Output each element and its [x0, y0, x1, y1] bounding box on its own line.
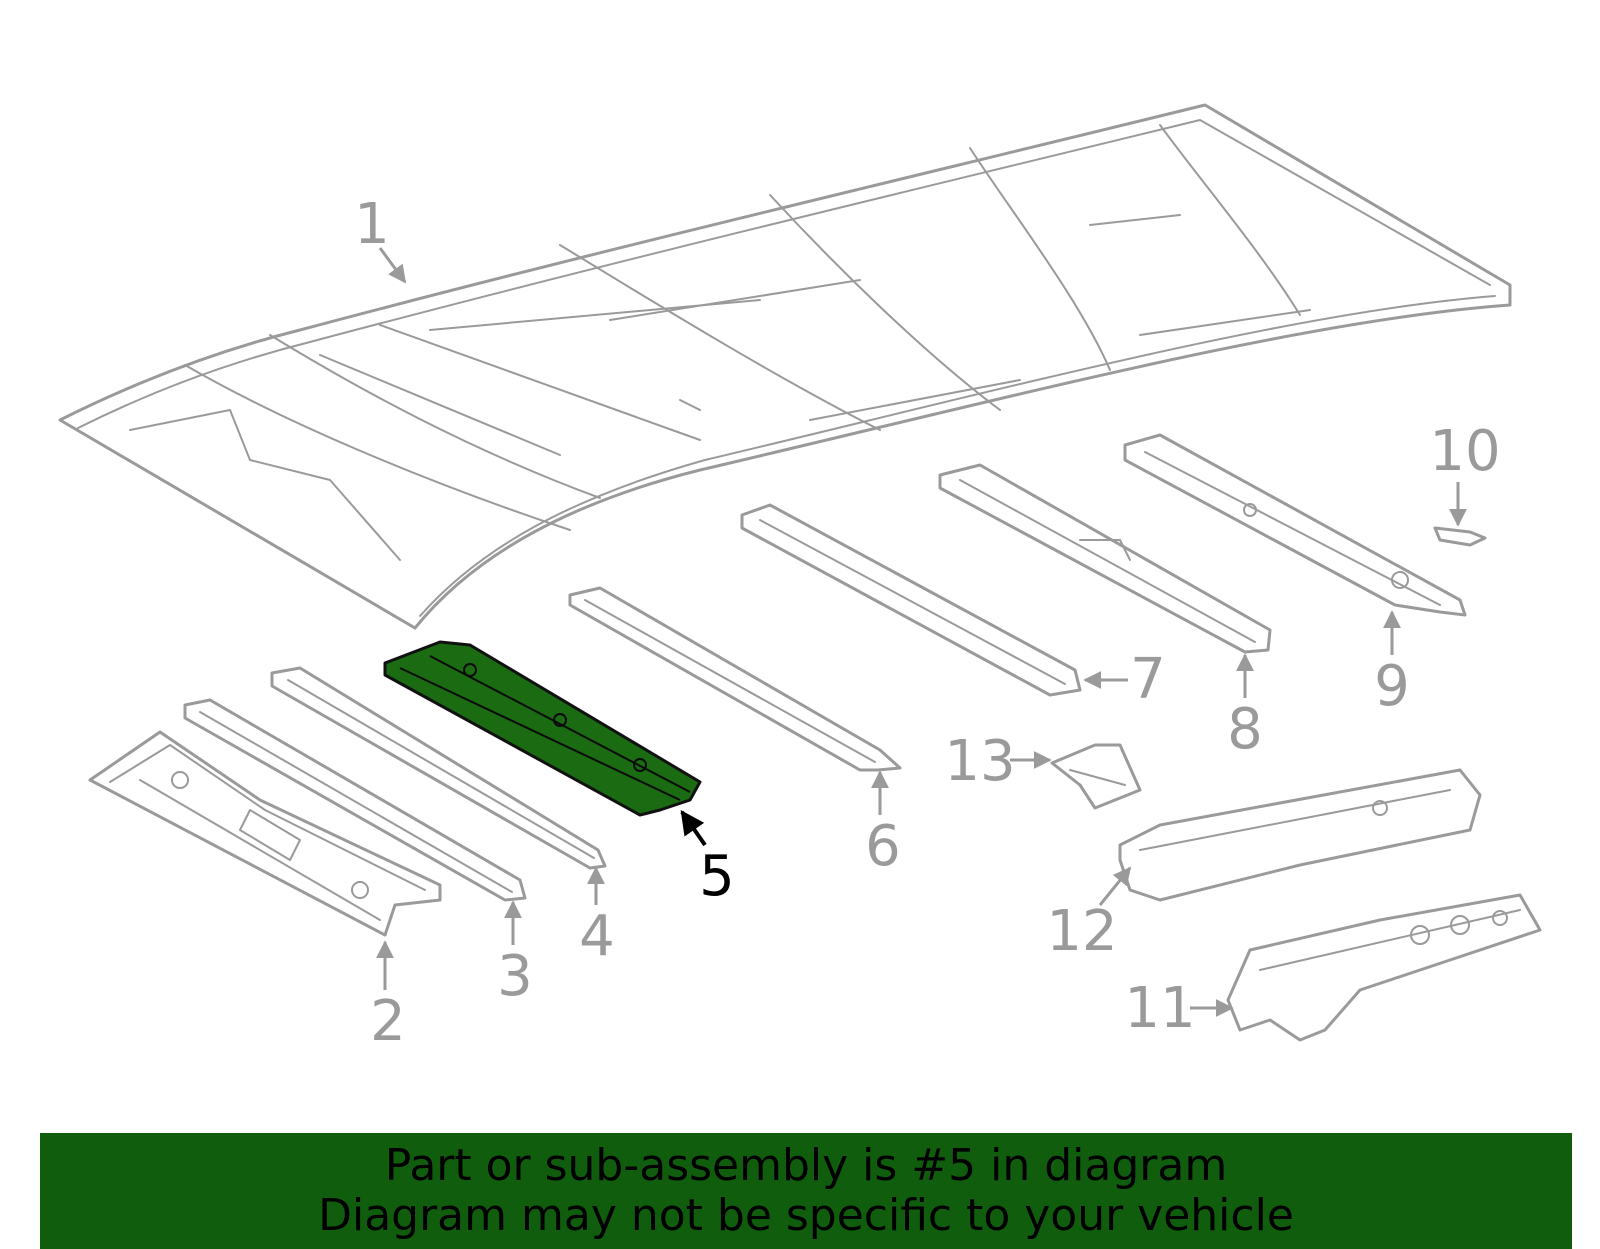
callout-13: 13: [944, 729, 1015, 794]
rail-part-8[interactable]: [938, 463, 1272, 654]
callout-3: 3: [497, 944, 533, 1009]
rail-part-9[interactable]: [1123, 433, 1467, 617]
callout-arrows: [376, 247, 1467, 1017]
banner-line-2: Diagram may not be specific to your vehi…: [318, 1190, 1294, 1241]
rail-part-12[interactable]: [1118, 768, 1482, 902]
roof-panel-part-1[interactable]: [58, 103, 1512, 630]
rail-part-7[interactable]: [740, 503, 1082, 697]
bracket-part-10[interactable]: [1433, 526, 1487, 547]
arrow-1: [378, 247, 407, 284]
callout-5-highlighted: 5: [699, 844, 735, 909]
bracket-part-13[interactable]: [1050, 743, 1142, 810]
callout-1: 1: [354, 192, 390, 257]
callout-7: 7: [1130, 647, 1166, 712]
callout-9: 9: [1374, 654, 1410, 719]
rail-part-6[interactable]: [568, 586, 902, 772]
callout-11: 11: [1124, 976, 1195, 1041]
arrow-12: [1098, 866, 1132, 906]
rail-part-3[interactable]: [183, 698, 527, 902]
callout-2: 2: [370, 989, 406, 1054]
callout-labels: 1 2 3 4 5 6 7 8 9 10 11 12 13: [354, 192, 1500, 1054]
callout-4: 4: [579, 904, 615, 969]
crossmember-part-5-highlighted[interactable]: [383, 640, 702, 817]
rail-part-2[interactable]: [88, 730, 442, 937]
arrow-5: [680, 810, 707, 847]
callout-12: 12: [1046, 899, 1117, 964]
callout-10: 10: [1429, 419, 1500, 484]
banner-line-1: Part or sub-assembly is #5 in diagram: [384, 1140, 1228, 1191]
callout-6: 6: [865, 814, 901, 879]
callout-8: 8: [1227, 697, 1263, 762]
info-banner: Part or sub-assembly is #5 in diagram Di…: [40, 1133, 1572, 1249]
side-panel-part-11[interactable]: [1226, 893, 1542, 1042]
rail-part-4[interactable]: [270, 666, 607, 870]
